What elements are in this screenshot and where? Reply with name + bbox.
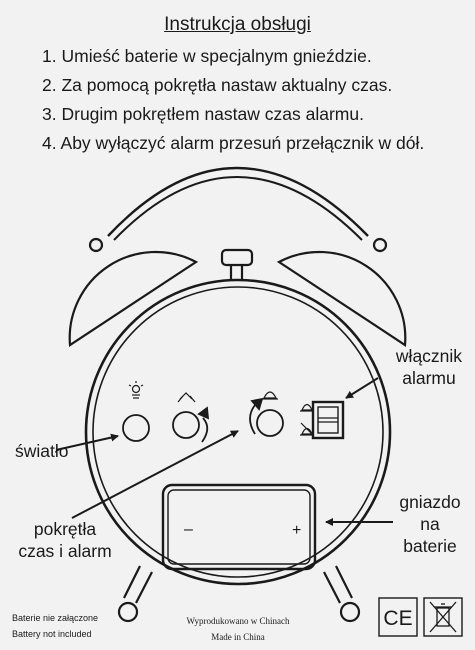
instruction-list: 1. Umieść baterie w specjalnym gnieździe…	[42, 42, 424, 158]
right-bell-pin	[372, 237, 388, 253]
label-line: pokrętła	[33, 519, 97, 539]
instruction-step: 3. Drugim pokrętłem nastaw czas alarmu.	[42, 100, 424, 129]
time-knob-arrow	[197, 406, 210, 443]
instruction-step: 4. Aby wyłączyć alarm przesuń przełączni…	[42, 129, 424, 158]
right-bell	[276, 250, 407, 347]
time-knob	[172, 411, 200, 439]
label-line: alarmu	[402, 368, 456, 388]
instruction-step: 2. Za pomocą pokrętła nastaw aktualny cz…	[42, 71, 424, 100]
left-bell-pin	[88, 237, 104, 253]
battery-minus: –	[184, 521, 193, 538]
page-title: Instrukcja obsługi	[164, 14, 311, 35]
step-text: Za pomocą pokrętła nastaw aktualny czas.	[61, 75, 393, 95]
battery-plus: +	[292, 522, 301, 539]
switch-pointer	[345, 377, 379, 399]
bell-icon	[177, 392, 196, 403]
crossed-bin-icon	[429, 601, 457, 633]
left-leg	[135, 571, 153, 604]
batteries-note-pl: Baterie nie załączone	[12, 613, 99, 623]
instruction-step: 1. Umieść baterie w specjalnym gnieździe…	[42, 42, 424, 71]
step-number: 1.	[42, 46, 57, 66]
step-number: 3.	[42, 104, 57, 124]
light-pointer	[55, 433, 119, 451]
batteries-note: Baterie nie załączone Battery not includ…	[12, 610, 98, 642]
alarm-knob	[256, 409, 284, 437]
ce-mark-box	[378, 597, 418, 637]
bell-icon	[300, 422, 314, 436]
left-bell	[68, 250, 199, 347]
step-text: Drugim pokrętłem nastaw czas alarmu.	[61, 104, 364, 124]
ce-mark-icon: CE	[383, 607, 412, 630]
label-line: włącznik	[395, 346, 463, 366]
label-line: gniazdo	[399, 492, 461, 512]
step-number: 2.	[42, 75, 57, 95]
alarm-switch	[311, 400, 345, 440]
bell-icon	[300, 403, 314, 412]
origin-note-pl: Wyprodukowano w Chinach	[186, 616, 290, 626]
bell-icon	[262, 391, 278, 400]
light-button	[122, 414, 150, 442]
alarm-switch-label: włącznik alarmu	[390, 345, 468, 389]
origin-note-en: Made in China	[211, 632, 265, 642]
right-leg	[323, 571, 341, 604]
right-foot	[339, 601, 361, 623]
knobs-pointer	[71, 430, 239, 519]
step-text: Umieść baterie w specjalnym gnieździe.	[61, 46, 372, 66]
light-label: światło	[15, 441, 69, 461]
dial-arrow-icon	[249, 397, 264, 435]
left-foot	[117, 601, 139, 623]
weee-mark-box	[423, 597, 463, 637]
label-line: na	[420, 514, 440, 534]
clock-handle	[107, 166, 369, 237]
battery-slot-label: gniazdo na baterie	[395, 491, 465, 557]
origin-note: Wyprodukowano w Chinach Made in China	[168, 613, 308, 645]
battery-compartment	[161, 483, 317, 571]
batteries-note-en: Battery not included	[12, 629, 92, 639]
step-text: Aby wyłączyć alarm przesuń przełącznik w…	[60, 133, 425, 153]
knobs-label: pokrętła czas i alarm	[5, 518, 125, 562]
label-line: czas i alarm	[18, 541, 112, 561]
label-line: baterie	[403, 536, 457, 556]
step-number: 4.	[42, 133, 57, 153]
clock-hammer	[220, 248, 254, 267]
lamp-icon	[128, 381, 144, 399]
